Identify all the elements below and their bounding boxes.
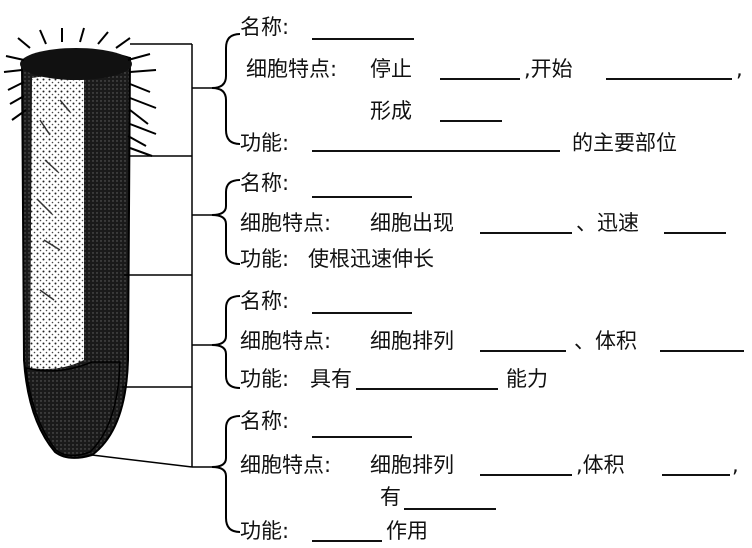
function-blank <box>312 150 560 152</box>
leader-lines <box>91 43 212 468</box>
feature-blank <box>480 232 572 234</box>
brace-2 <box>211 179 241 265</box>
feature-part: 、体积 <box>574 329 637 353</box>
name-blank <box>312 196 412 198</box>
feature-label: 细胞特点: <box>246 57 338 81</box>
feature-part: 细胞出现 <box>370 211 454 235</box>
feature-part: 细胞排列 <box>370 329 454 353</box>
feature-part: 停止 <box>370 57 412 81</box>
name-label: 名称: <box>240 409 290 433</box>
root-cap <box>25 361 121 457</box>
root-hairs <box>3 27 157 157</box>
feature-line2: 形成 <box>370 99 412 123</box>
root-illustration <box>3 27 157 459</box>
feature-blank <box>440 78 520 80</box>
feature-blank <box>480 474 572 476</box>
name-blank <box>312 436 412 438</box>
brace-4 <box>211 415 241 533</box>
feature-line2: 有 <box>380 485 401 509</box>
root-inner-stipple <box>30 70 84 369</box>
name-blank <box>312 38 414 40</box>
root-top-rim <box>20 48 132 80</box>
function-label: 功能: <box>240 131 290 155</box>
function-suffix: 作用 <box>386 519 428 543</box>
feature-blank <box>660 350 744 352</box>
function-label: 功能: <box>240 247 290 271</box>
root-streaks <box>37 99 71 301</box>
feature-part: , <box>736 57 743 81</box>
function-label: 功能: <box>240 367 290 391</box>
feature-part: 、迅速 <box>576 211 639 235</box>
feature-blank <box>480 350 566 352</box>
brace-1 <box>211 33 241 145</box>
feature-part: 细胞排列 <box>370 453 454 477</box>
feature-label: 细胞特点: <box>240 211 332 235</box>
name-blank <box>312 312 412 314</box>
function-blank <box>356 388 498 390</box>
feature-label: 细胞特点: <box>240 329 332 353</box>
name-label: 名称: <box>240 171 290 195</box>
feature-part: ,体积 <box>576 453 625 477</box>
function-label: 功能: <box>240 519 290 543</box>
feature-label: 细胞特点: <box>240 453 332 477</box>
function-blank <box>312 540 382 542</box>
function-suffix: 的主要部位 <box>572 131 677 155</box>
braces <box>211 33 241 533</box>
feature-blank <box>662 474 730 476</box>
feature-part: ,开始 <box>524 57 573 81</box>
function-text: 使根迅速伸长 <box>308 247 434 271</box>
function-prefix: 具有 <box>310 367 352 391</box>
name-label: 名称: <box>240 15 290 39</box>
function-suffix: 能力 <box>506 367 548 391</box>
feature-blank <box>664 232 726 234</box>
feature-part: , <box>732 453 739 477</box>
brace-3 <box>211 295 241 389</box>
feature-blank <box>440 120 502 122</box>
feature-blank <box>606 78 732 80</box>
feature-blank <box>404 508 496 510</box>
name-label: 名称: <box>240 289 290 313</box>
